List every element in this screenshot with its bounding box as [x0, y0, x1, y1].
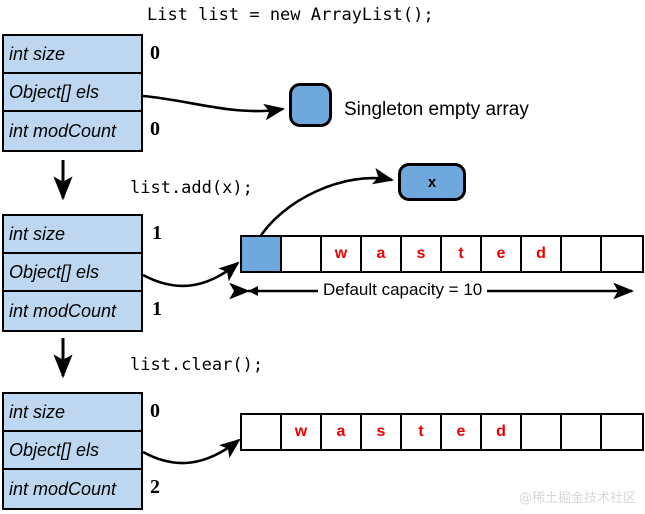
array-cell: s [402, 237, 442, 271]
array-cell: t [402, 415, 442, 449]
field-label-els: Object[] els [9, 261, 100, 282]
field-label-modcount: int modCount [9, 478, 117, 499]
array-cell [562, 415, 602, 449]
arrow-els-to-array-bottom [142, 438, 241, 465]
element-node-x: x [398, 163, 466, 201]
default-capacity-label: Default capacity = 10 [318, 280, 488, 300]
field-label-els: Object[] els [9, 81, 100, 102]
code-caption-new-arraylist: List list = new ArrayList(); [147, 5, 434, 25]
field-modcount-step2: int modCount [4, 292, 141, 330]
field-els-step1: Object[] els [4, 74, 141, 112]
field-size-step3: int size [4, 394, 141, 432]
field-label-size: int size [9, 43, 66, 64]
array-cell: e [442, 415, 482, 449]
value-modcount-step1: 0 [150, 118, 160, 140]
singleton-empty-array-node [289, 83, 332, 127]
array-cell [562, 237, 602, 271]
field-label-modcount: int modCount [9, 120, 117, 141]
array-cell [282, 237, 322, 271]
code-caption-list-clear: list.clear(); [130, 355, 264, 375]
value-size-step1: 0 [150, 42, 160, 64]
code-caption-list-add: list.add(x); [130, 178, 253, 198]
struct-box-step2: int size Object[] els int modCount [2, 214, 143, 332]
array-cell: w [282, 415, 322, 449]
field-els-step3: Object[] els [4, 432, 141, 470]
value-size-step2: 1 [152, 222, 162, 244]
value-modcount-step3: 2 [150, 476, 160, 498]
array-cell: d [522, 237, 562, 271]
array-cell [602, 415, 642, 449]
capacity-left-head [248, 286, 258, 296]
value-size-step3: 0 [150, 400, 160, 422]
field-label-modcount: int modCount [9, 300, 117, 321]
field-label-size: int size [9, 223, 66, 244]
struct-box-step1: int size Object[] els int modCount [2, 34, 143, 152]
arrow-els-to-singleton [142, 94, 286, 121]
field-label-els: Object[] els [9, 439, 100, 460]
field-label-size: int size [9, 401, 66, 422]
array-cell: d [482, 415, 522, 449]
array-cell: a [362, 237, 402, 271]
arrow-slot-to-element [256, 167, 395, 241]
watermark-text: @稀土掘金技术社区 [519, 491, 637, 506]
array-cell [242, 237, 282, 271]
array-cell: w [322, 237, 362, 271]
array-cell: s [362, 415, 402, 449]
arrow-els-to-array-mid [142, 261, 240, 288]
array-cell: e [482, 237, 522, 271]
array-cell [602, 237, 642, 271]
field-size-step1: int size [4, 36, 141, 74]
array-cell [522, 415, 562, 449]
array-cell: a [322, 415, 362, 449]
array-cell [242, 415, 282, 449]
field-els-step2: Object[] els [4, 254, 141, 292]
field-modcount-step1: int modCount [4, 112, 141, 150]
singleton-empty-array-label: Singleton empty array [344, 99, 529, 120]
value-modcount-step2: 1 [152, 298, 162, 320]
array-cell: t [442, 237, 482, 271]
field-modcount-step3: int modCount [4, 470, 141, 508]
field-size-step2: int size [4, 216, 141, 254]
struct-box-step3: int size Object[] els int modCount [2, 392, 143, 510]
